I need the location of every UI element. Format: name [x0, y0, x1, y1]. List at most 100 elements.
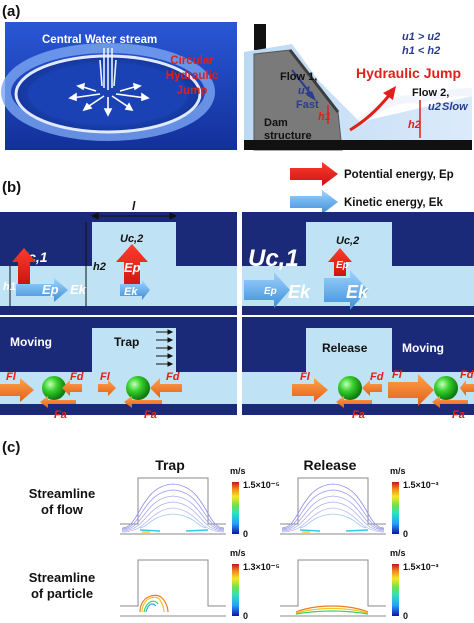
slow-label: Slow [442, 101, 469, 113]
colorbar-particle-release: m/s 1.5×10⁻³ 0 [390, 548, 439, 621]
zero-flow-release: 0 [403, 529, 408, 539]
column-trap-label: Trap [155, 457, 185, 473]
moving-label-release: Moving [402, 341, 444, 355]
central-stream-lines [99, 48, 117, 90]
kinetic-energy-legend-arrow [290, 190, 338, 214]
release-particle-2 [434, 376, 458, 400]
panel-b: (b) Potential energy, Ep Kinetic energy,… [0, 162, 474, 421]
u2-label: u2 [428, 101, 441, 113]
release-ek-arrow-1 [244, 272, 290, 308]
column-release-label: Release [304, 457, 357, 473]
panel-a-label: (a) [2, 3, 20, 20]
colorbar-particle-trap: m/s 1.3×10⁻⁵ 0 [230, 548, 280, 621]
release-ep-label-2: Ep [336, 260, 349, 271]
colorbar-particle-trap-fill [232, 564, 239, 616]
jump-arrow-head [383, 86, 396, 100]
dam-jump-image: u1 > u2 h1 < h2 Hydraulic Jump Flow 1, u… [244, 22, 473, 151]
simulation-outlines [120, 477, 386, 617]
flow2-label: Flow 2, [412, 87, 449, 99]
particle-streamlines-trap [139, 594, 169, 613]
circular-label-2: Hydraulic [166, 70, 219, 82]
trap-ep-label-1: Ep [42, 282, 59, 297]
scale-particle-trap: 1.3×10⁻⁵ [243, 562, 280, 572]
fast-label: Fast [296, 99, 319, 111]
h2-label: h2 [408, 119, 421, 131]
trap-flow-arrows [156, 329, 174, 367]
release-fa-arrow-2 [432, 396, 468, 408]
u1-arrow-head [306, 91, 316, 101]
release-fa-label-1: Fa [352, 409, 365, 421]
panel-c-label: (c) [2, 439, 20, 456]
release-ek-arrow-2 [324, 270, 368, 310]
release-fl-arrow-2 [388, 374, 434, 406]
scale-flow-trap: 1.5×10⁻⁵ [243, 480, 280, 490]
zero-flow-trap: 0 [243, 529, 248, 539]
trap-ek-label-1: Ek [70, 282, 87, 297]
release-fl-arrow-1 [292, 378, 328, 402]
energy-legend: Potential energy, Ep Kinetic energy, Ek [290, 162, 454, 214]
h1-b-label: h1 [3, 281, 16, 293]
trap-ek-label-2: Ek [124, 286, 138, 298]
release-label: Release [322, 341, 368, 355]
row-flow-label-2: of flow [41, 502, 84, 517]
uc2-release-label: Uc,2 [336, 235, 359, 247]
zero-particle-release: 0 [403, 611, 408, 621]
velocity-relation: u1 > u2 [402, 31, 440, 43]
colorbar-flow-trap-fill [232, 482, 239, 534]
h1-label: h1 [318, 111, 331, 123]
particle-streamlines-release [295, 605, 369, 615]
uc2-trap-label: Uc,2 [120, 233, 143, 245]
scale-flow-release: 1.5×10⁻³ [403, 480, 439, 490]
uc1-release-label: Uc,1 [248, 245, 299, 272]
trap-ek-arrow-1 [16, 278, 68, 302]
release-fd-arrow-1 [362, 380, 382, 396]
potential-energy-legend-arrow [290, 162, 338, 186]
trap-label: Trap [114, 335, 139, 349]
colorbar-flow-release-fill [392, 482, 399, 534]
trap-fd-arrow-2 [150, 378, 182, 398]
zero-particle-trap: 0 [243, 611, 248, 621]
colorbar-flow-release: m/s 1.5×10⁻³ 0 [390, 466, 439, 539]
depth-relation: h1 < h2 [402, 45, 440, 57]
panel-c: (c) Trap Release Streamline of flow Stre… [2, 439, 439, 621]
trap-fa-label-1: Fa [54, 409, 67, 421]
colorbar-particle-release-fill [392, 564, 399, 616]
trap-fl-label-2: Fl [100, 371, 111, 383]
dam-structure [253, 49, 343, 151]
unit-particle-trap: m/s [230, 548, 246, 558]
dam-ground [244, 140, 472, 150]
hydraulic-jump-label: Hydraulic Jump [356, 65, 461, 81]
scale-particle-release: 1.5×10⁻³ [403, 562, 439, 572]
release-ek-label-2: Ek [346, 282, 369, 302]
release-fa-label-2: Fa [452, 409, 465, 421]
row-flow-label-1: Streamline [29, 486, 95, 501]
trap-fa-arrow-2 [124, 396, 162, 408]
panel-b-label: (b) [2, 179, 21, 196]
row-particle-label-1: Streamline [29, 570, 95, 585]
trap-fd-label-2: Fd [166, 371, 180, 383]
trap-particle-2 [126, 376, 150, 400]
release-fa-arrow-1 [336, 396, 372, 408]
legend-kinetic-label: Kinetic energy, Ek [344, 197, 443, 209]
circular-jump-image: Central Water stream Circular Hydraulic … [1, 22, 237, 150]
release-energy-arrows: Ep Ek Ep Ek [244, 248, 369, 310]
trap-fd-label-1: Fd [70, 371, 84, 383]
release-particles: Fl Fd Fa Fl Fd Fa [292, 369, 474, 421]
central-stream-label: Central Water stream [42, 34, 157, 46]
flow1-label: Flow 1, [280, 71, 317, 83]
trap-ep-arrow-1 [12, 248, 36, 284]
legend-potential-label: Potential energy, Ep [344, 169, 454, 181]
unit-flow-release: m/s [390, 466, 406, 476]
release-fl-label-2: Fl [392, 369, 403, 381]
release-fd-label-2: Fd [460, 369, 474, 381]
release-upper-fluid [242, 222, 474, 306]
release-ek-label-1: Ek [288, 282, 311, 302]
dam-slope [288, 49, 340, 113]
flow-streamlines-trap [121, 483, 225, 533]
unit-flow-trap: m/s [230, 466, 246, 476]
trap-ep-label-2: Ep [124, 260, 141, 275]
dam-gate [254, 24, 266, 50]
dam-label-2: structure [264, 130, 312, 142]
channel-trap [0, 212, 237, 415]
colorbar-flow-trap: m/s 1.5×10⁻⁵ 0 [230, 466, 280, 539]
